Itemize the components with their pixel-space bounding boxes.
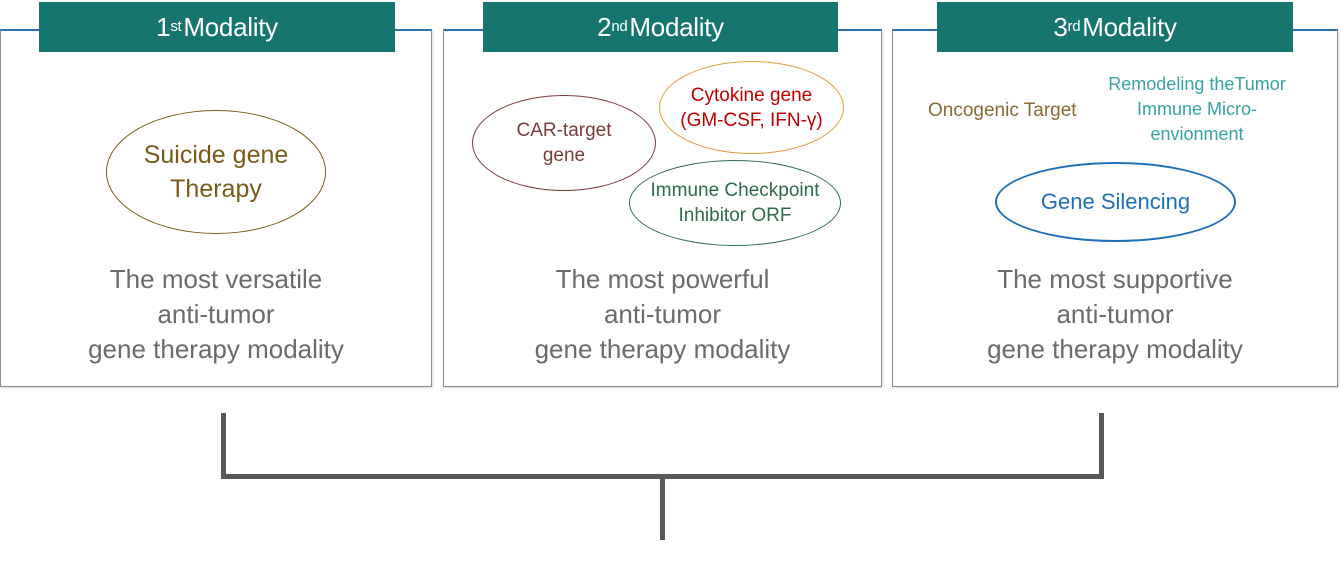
remodeling-tumor-label: Remodeling theTumor Immune Micro- envion… — [1093, 72, 1301, 147]
modality-3-desc-line1: The most supportive — [997, 264, 1233, 294]
bracket-left-arm — [221, 413, 226, 478]
modality-2-word: Modality — [629, 11, 724, 42]
car-target-line1: CAR-target — [516, 120, 612, 141]
modality-3-word: Modality — [1082, 11, 1177, 42]
suicide-gene-oval: Suicide gene Therapy — [106, 110, 326, 234]
bracket-center-stem — [660, 474, 665, 540]
modality-1-word: Modality — [183, 11, 278, 42]
cytokine-gene-oval: Cytokine gene (GM-CSF, IFN-γ) — [659, 61, 844, 154]
remodeling-line3: envionment — [1150, 124, 1244, 144]
modality-2-desc-line3: gene therapy modality — [534, 334, 791, 364]
suicide-gene-line1: Suicide gene — [143, 141, 289, 169]
bracket-right-arm — [1099, 413, 1104, 478]
oncogenic-target-label: Oncogenic Target — [928, 100, 1077, 121]
remodeling-line2: Immune Micro- — [1136, 99, 1257, 119]
remodeling-line1: Remodeling theTumor — [1108, 74, 1286, 94]
modality-3-description: The most supportive anti-tumor gene ther… — [892, 262, 1338, 367]
modality-1-desc-line1: The most versatile — [109, 264, 323, 294]
modality-2-desc-line2: anti-tumor — [603, 299, 722, 329]
car-target-gene-oval: CAR-target gene — [472, 95, 656, 191]
modality-1-description: The most versatile anti-tumor gene thera… — [0, 262, 432, 367]
modality-3-desc-line2: anti-tumor — [1056, 299, 1174, 329]
gene-silencing-label: Gene Silencing — [1040, 189, 1191, 214]
suicide-gene-line2: Therapy — [170, 175, 262, 203]
modality-2-desc-line1: The most powerful — [555, 264, 770, 294]
car-target-line2: gene — [542, 145, 586, 166]
modality-1-desc-line3: gene therapy modality — [88, 334, 344, 364]
gene-silencing-oval: Gene Silencing — [995, 162, 1236, 242]
modality-2-number: 2 — [597, 11, 612, 42]
modality-1-number: 1 — [156, 11, 171, 42]
cytokine-gene-line2: (GM-CSF, IFN-γ) — [680, 109, 823, 131]
immune-checkpoint-line2: Inhibitor ORF — [678, 205, 792, 226]
modality-2-description: The most powerful anti-tumor gene therap… — [443, 262, 882, 367]
modality-3-desc-line3: gene therapy modality — [987, 334, 1243, 364]
modality-1-desc-line2: anti-tumor — [157, 299, 275, 329]
cytokine-gene-line1: Cytokine gene — [690, 84, 813, 106]
immune-checkpoint-oval: Immune Checkpoint Inhibitor ORF — [629, 160, 841, 246]
modality-3-number: 3 — [1053, 11, 1068, 42]
immune-checkpoint-line1: Immune Checkpoint — [650, 180, 820, 201]
